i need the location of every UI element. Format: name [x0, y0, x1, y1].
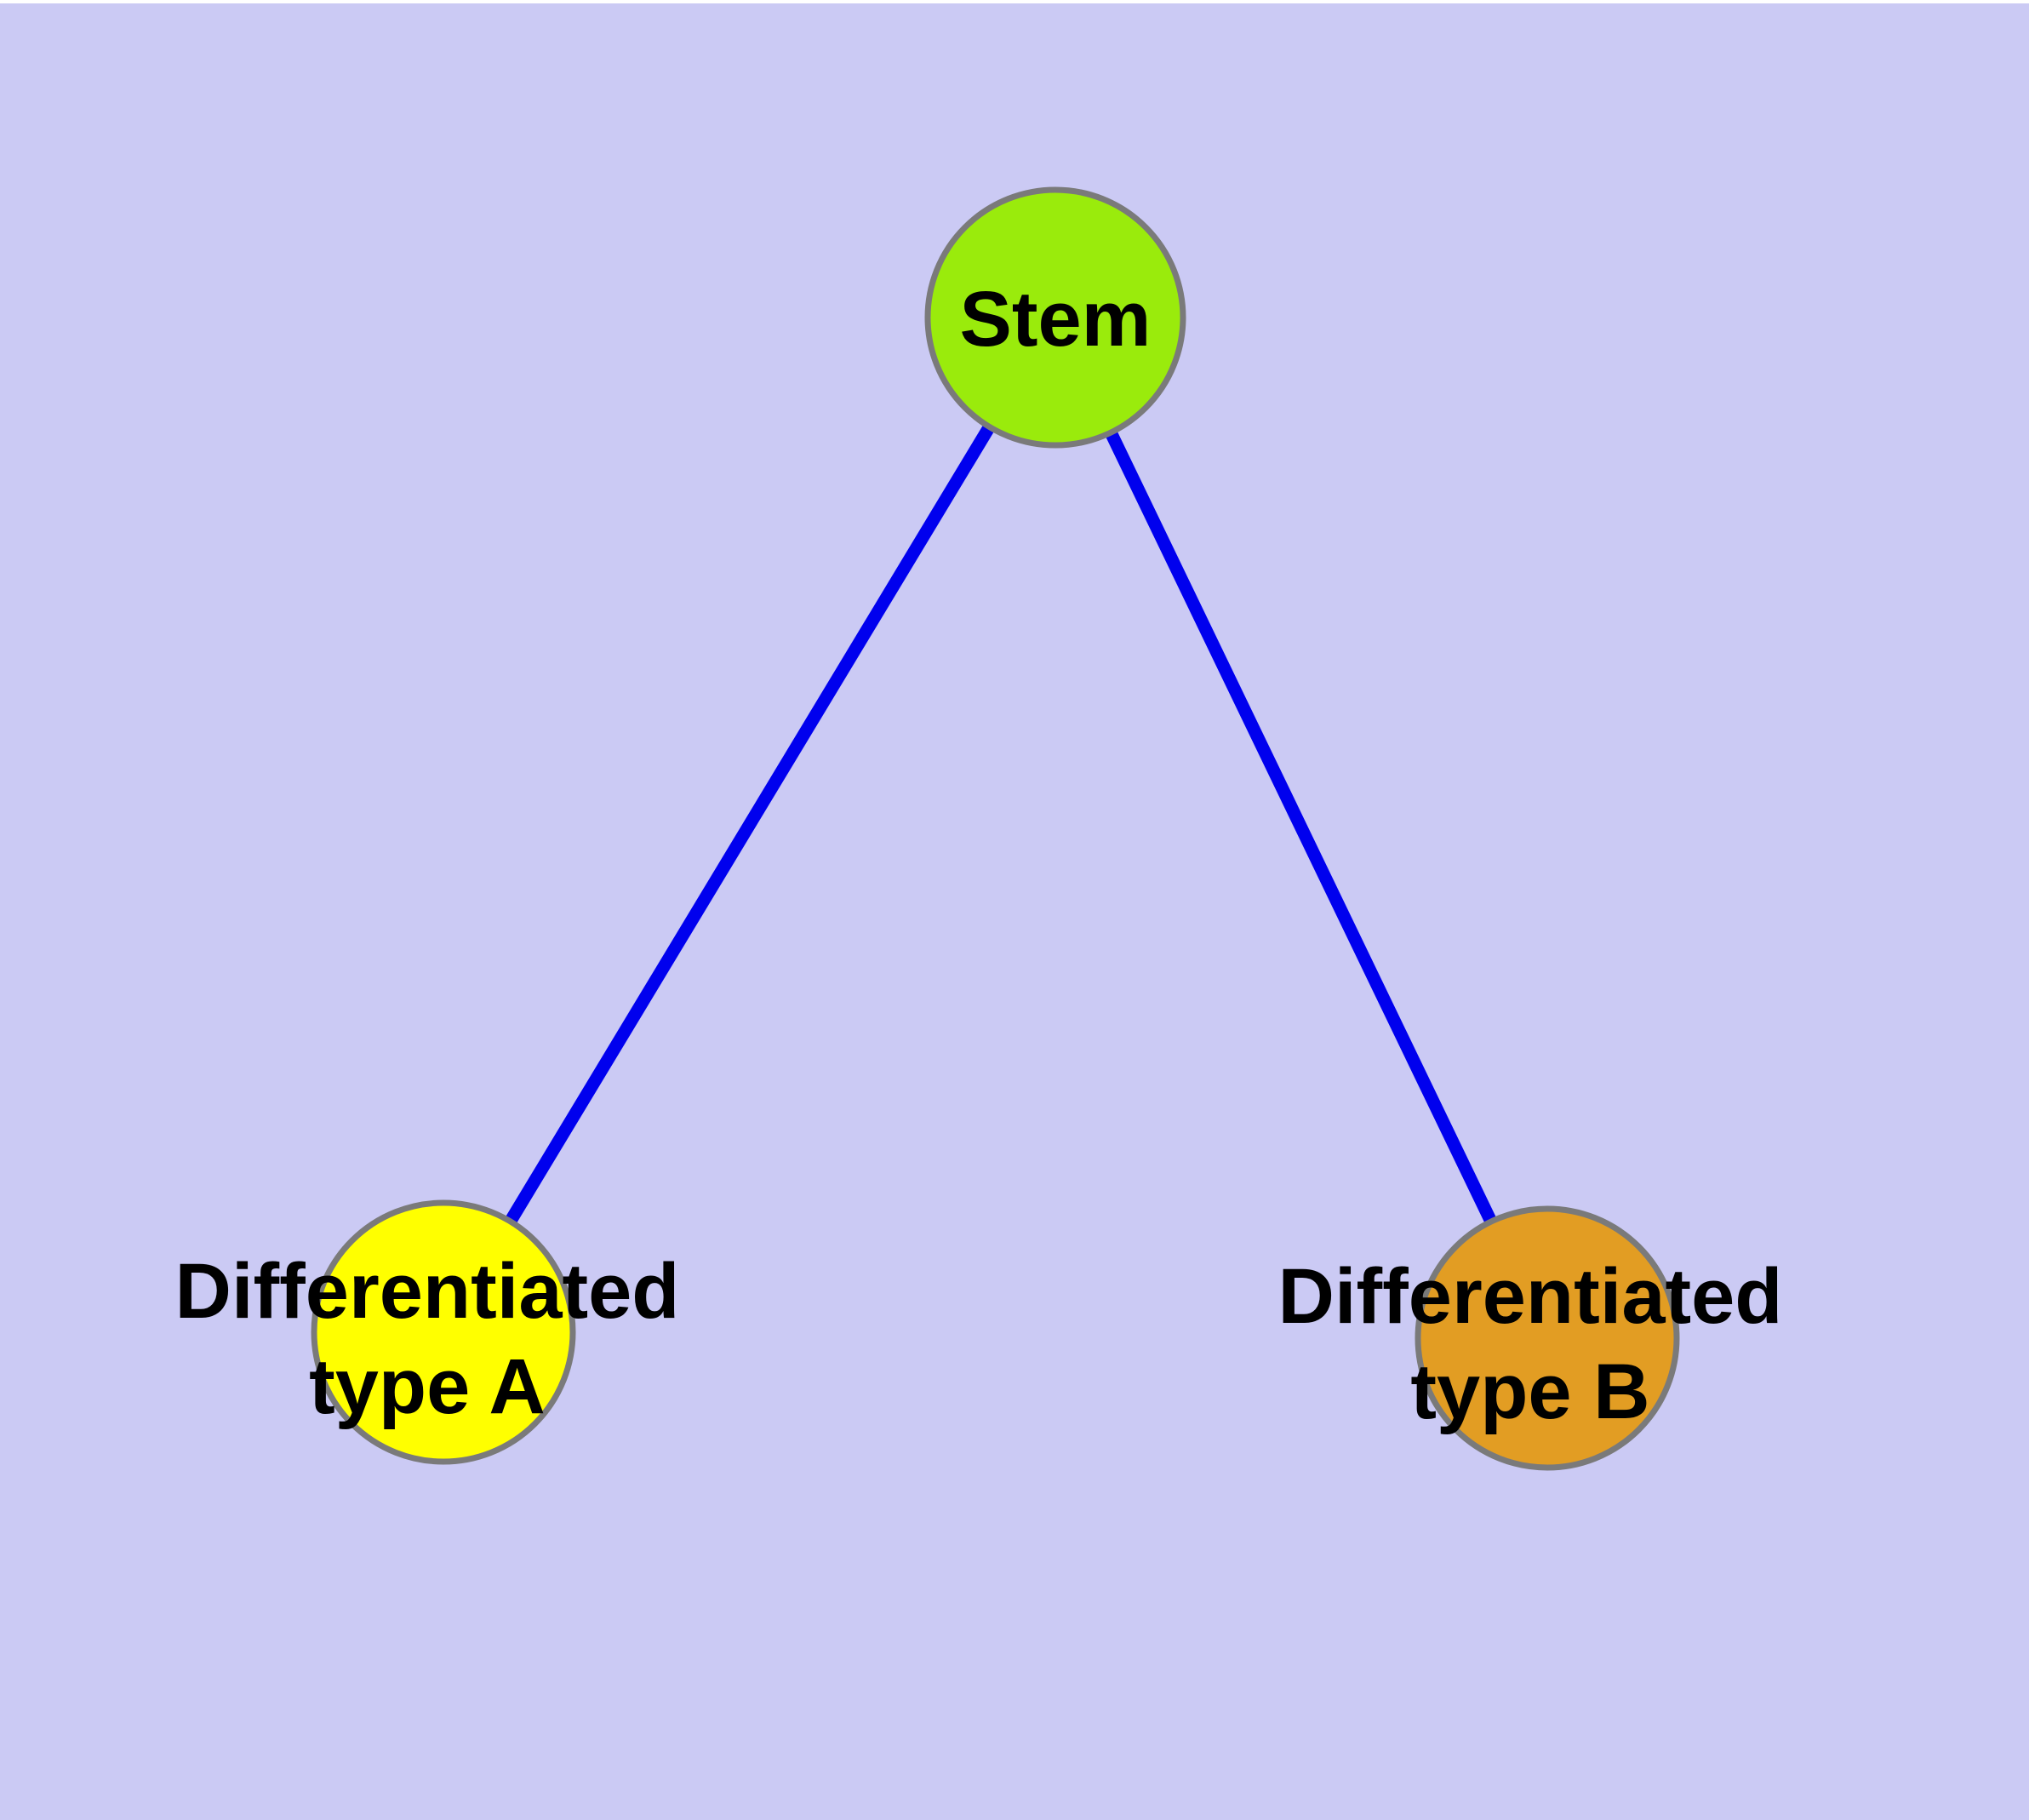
node-stem-circle — [924, 186, 1186, 449]
node-type-a-label-line1: Differentiated — [175, 1248, 680, 1335]
node-type-b-label-line2: type B — [1410, 1348, 1649, 1435]
node-type-a-label-line2: type A — [309, 1343, 546, 1430]
node-labels: Stem Differentiated type A Differentiate… — [175, 276, 1783, 1435]
node-type-b-label-line1: Differentiated — [1278, 1253, 1783, 1340]
edge-stem-to-type-a — [437, 314, 1061, 1336]
edge-stem-to-type-b — [1049, 314, 1553, 1342]
edges — [437, 314, 1553, 1342]
nodes — [311, 186, 1680, 1471]
node-stem-label: Stem — [960, 276, 1152, 363]
node-type-b-circle — [1415, 1205, 1680, 1471]
node-type-a-circle — [311, 1199, 576, 1465]
